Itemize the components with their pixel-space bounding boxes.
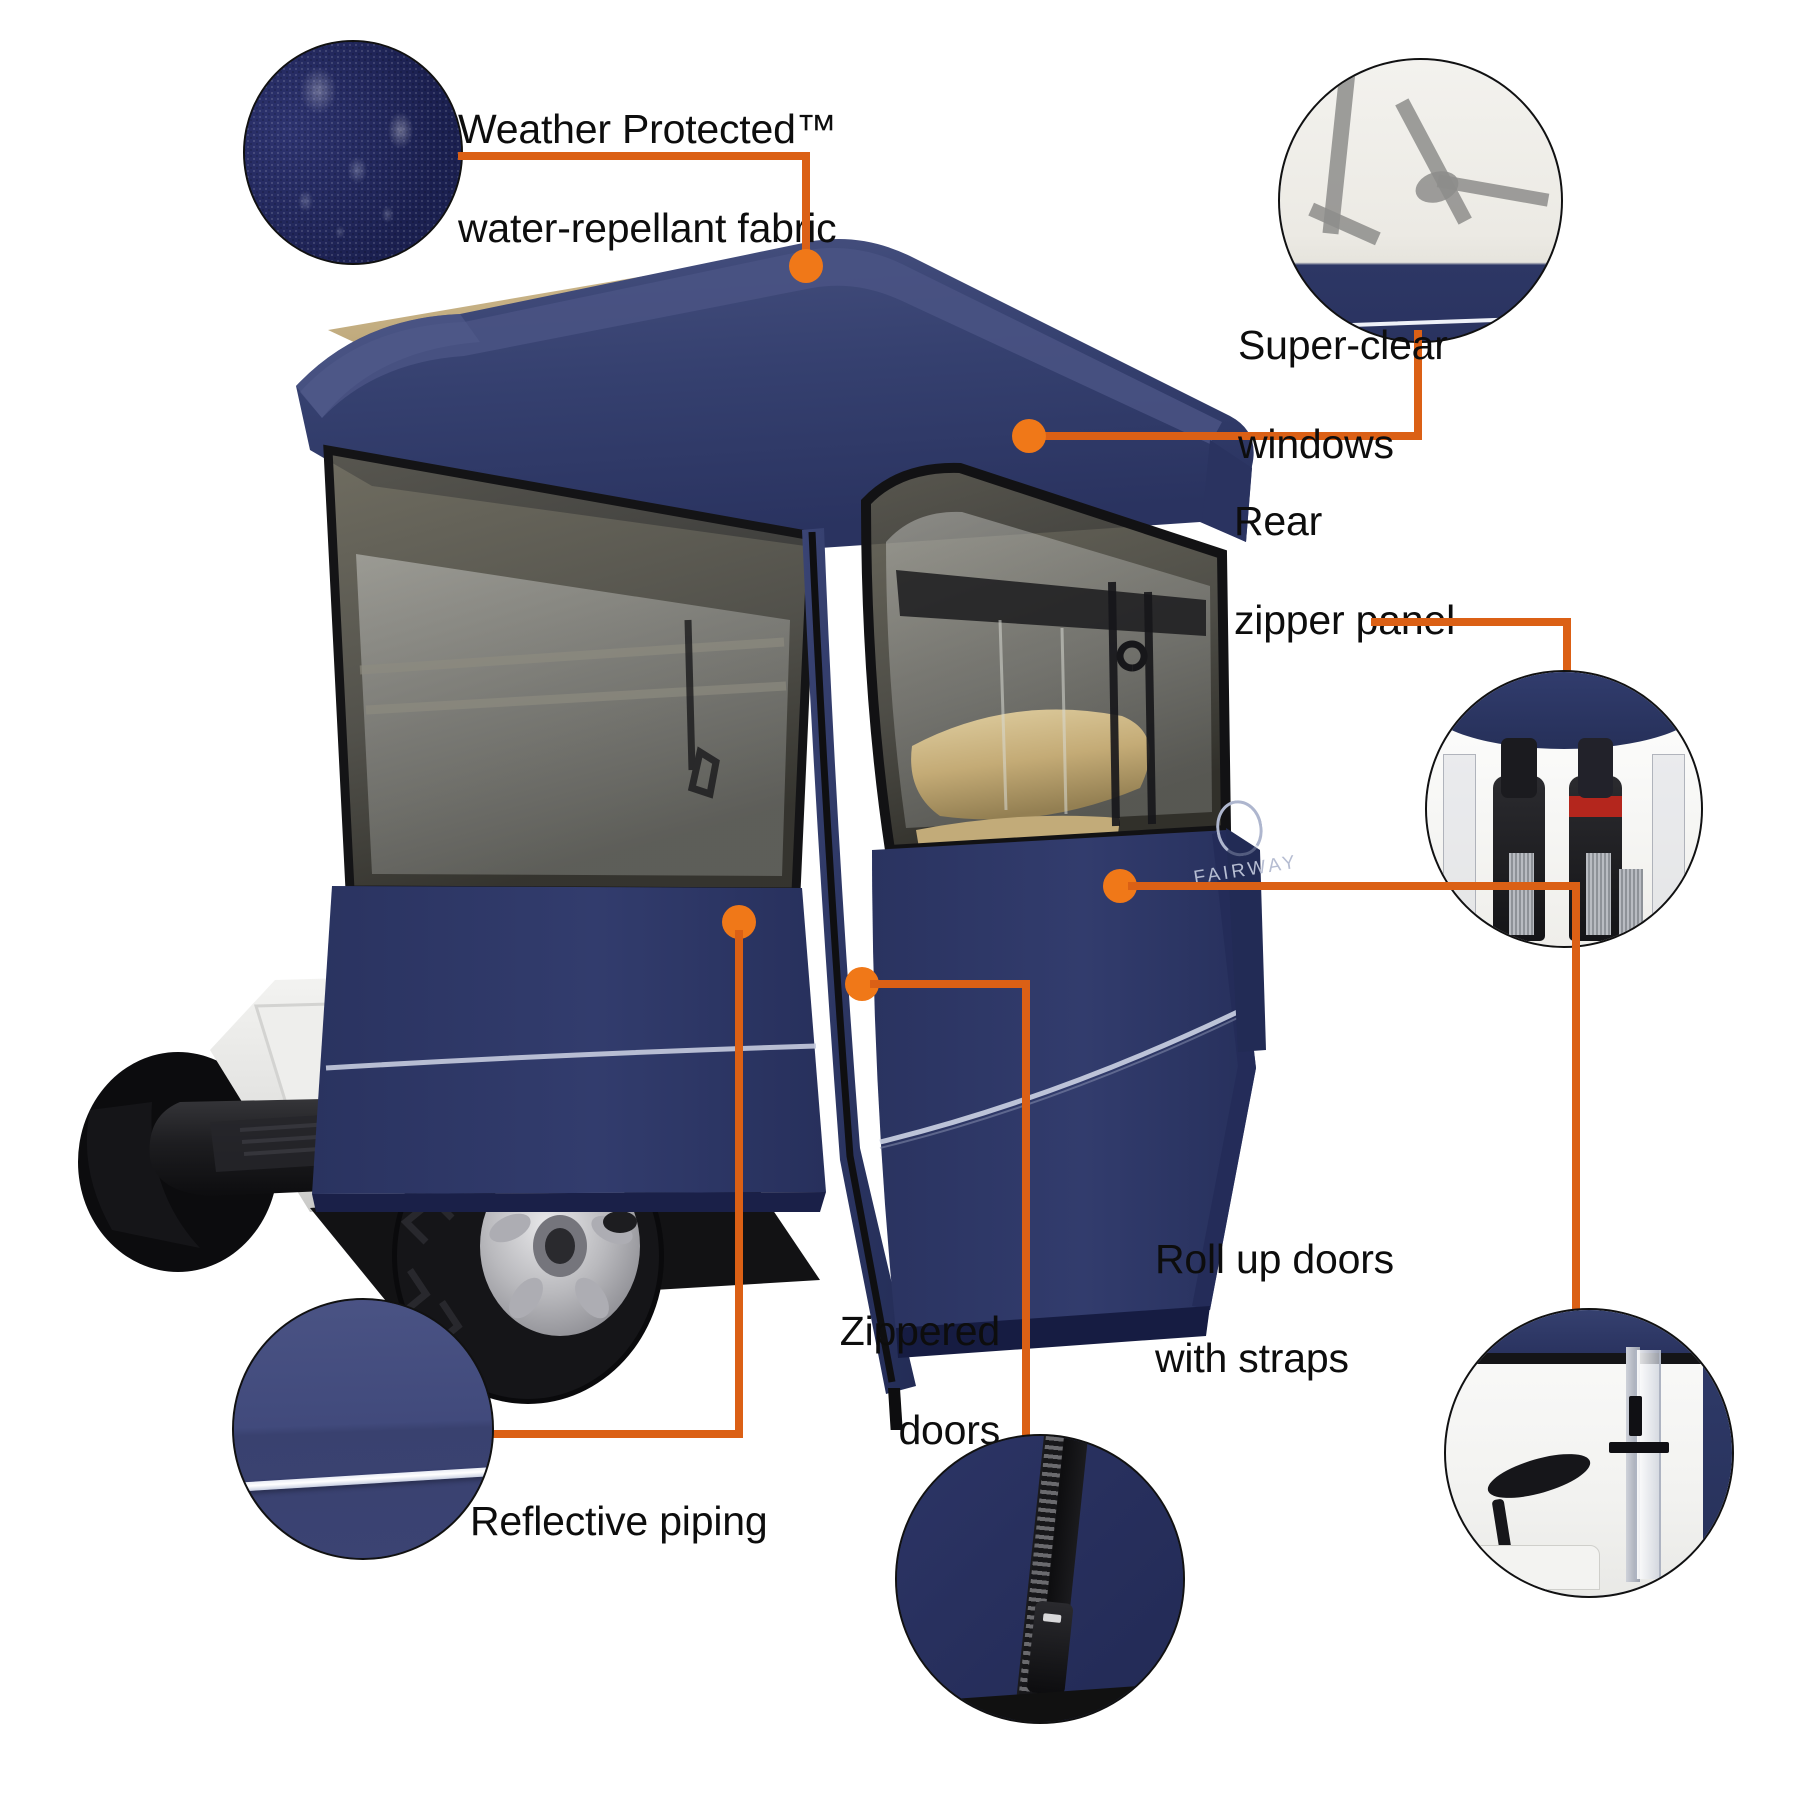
- callout-line-1: Weather Protected™: [458, 106, 837, 153]
- connector-super-clear-v: [1414, 330, 1422, 440]
- connector-roll-up-h: [1128, 882, 1580, 890]
- detail-circle-rear-zipper-panel: [1425, 670, 1703, 948]
- enclosure-left-skirt: [312, 886, 826, 1212]
- connector-weather-protected-v: [802, 152, 810, 264]
- reflective-piping-left: [325, 1043, 817, 1071]
- connector-weather-protected-h: [458, 152, 810, 160]
- door-zipper-pull-swatch: [897, 1436, 1183, 1722]
- detail-circle-roll-up-doors: [1444, 1308, 1734, 1598]
- callout-label-super-clear-windows: Super-clear windows: [1238, 272, 1568, 469]
- connector-rear-zipper-h: [1371, 618, 1571, 626]
- windshield-clear-panel: [323, 444, 817, 897]
- callout-line-2: windows: [1238, 420, 1394, 467]
- callout-line-2: water-repellant fabric: [458, 204, 837, 251]
- callout-line-1: Super-clear: [1238, 322, 1448, 369]
- reflective-piping-swatch: [234, 1300, 492, 1558]
- callout-line-1: Rear: [1234, 498, 1323, 545]
- callout-line-1: Zippered: [839, 1308, 1000, 1355]
- callout-label-weather-protected: Weather Protected™ water-repellant fabri…: [458, 56, 838, 253]
- fabric-water-beading-swatch: [245, 42, 461, 263]
- connector-roll-up-v: [1572, 882, 1580, 1319]
- door-zipper-pull: [888, 1388, 903, 1430]
- callout-label-zippered-doors: Zippered doors: [700, 1258, 1000, 1455]
- callout-label-rear-zipper-panel: Rear zipper panel: [1234, 448, 1574, 645]
- callout-line-1: Reflective piping: [470, 1498, 768, 1545]
- detail-circle-reflective-piping: [232, 1298, 494, 1560]
- enclosure-roof: [296, 239, 1254, 548]
- golf-cart-enclosure-illustration: [60, 150, 1310, 1430]
- callout-dot-weather-protected: [789, 249, 823, 283]
- detail-circle-weather-protected: [243, 40, 463, 265]
- rolled-door-strap-swatch: [1446, 1310, 1732, 1596]
- detail-circle-zippered-doors: [895, 1434, 1185, 1724]
- connector-reflective-h: [484, 1430, 742, 1438]
- door-zipper-seam: [802, 528, 916, 1394]
- callout-label-roll-up-doors: Roll up doors with straps: [1155, 1186, 1575, 1383]
- callout-label-reflective-piping: Reflective piping: [470, 1448, 870, 1546]
- detail-circle-super-clear-windows: [1278, 58, 1563, 343]
- connector-rear-zipper-v: [1563, 618, 1571, 680]
- callout-line-2: with straps: [1155, 1334, 1349, 1381]
- callout-line-1: Roll up doors: [1155, 1236, 1394, 1283]
- connector-zippered-h: [870, 980, 1030, 988]
- rear-panel-golf-bags-swatch: [1427, 672, 1701, 946]
- side-door-clear-window: [860, 462, 1232, 856]
- callout-dot-super-clear-windows: [1012, 419, 1046, 453]
- clear-window-swatch: [1280, 60, 1561, 341]
- connector-super-clear-h: [1030, 432, 1422, 440]
- connector-zippered-v: [1022, 980, 1030, 1447]
- connector-reflective-v: [735, 930, 743, 1438]
